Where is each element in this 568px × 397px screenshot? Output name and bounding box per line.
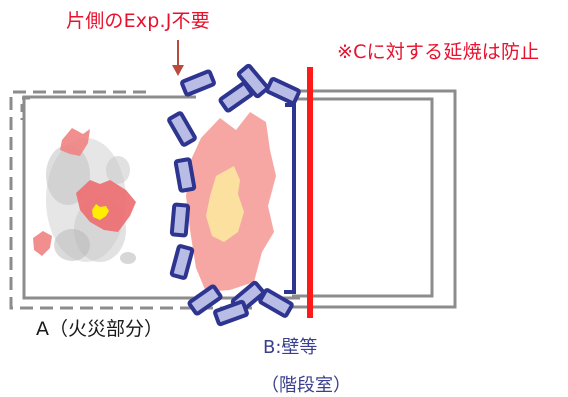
joint-block bbox=[180, 69, 216, 97]
joint-block bbox=[173, 157, 197, 193]
fire-spots bbox=[33, 128, 136, 256]
building-c-inner-outline bbox=[290, 97, 434, 298]
joint-block bbox=[265, 76, 301, 106]
building-outline bbox=[9, 89, 457, 310]
zone-a-label: A（火災部分） bbox=[36, 318, 163, 340]
flame-core bbox=[206, 166, 244, 242]
fire-origin bbox=[92, 204, 109, 220]
building-a-outline bbox=[22, 95, 300, 300]
expansion-joint-blocks bbox=[167, 63, 301, 327]
joint-block bbox=[236, 63, 270, 99]
zone-b-sublabel: （階段室） bbox=[261, 375, 351, 396]
building-c-outline bbox=[262, 89, 457, 309]
exp-joint-arrow bbox=[172, 40, 184, 76]
prevention-note: ※Cに対する延焼は防止 bbox=[337, 41, 540, 63]
zone-b-label: B:壁等 bbox=[263, 337, 318, 358]
flame-spread bbox=[186, 112, 276, 292]
exp-joint-note: 片側のExp.J不要 bbox=[66, 10, 210, 32]
joint-block bbox=[258, 288, 294, 318]
wall-b bbox=[284, 103, 296, 294]
fire-spot-lower bbox=[33, 231, 52, 256]
joint-block bbox=[169, 244, 195, 280]
joint-block bbox=[169, 202, 191, 238]
building-a-dashed-outline bbox=[9, 90, 252, 310]
joint-block bbox=[213, 299, 249, 327]
joint-block bbox=[187, 284, 223, 316]
joint-block bbox=[167, 111, 197, 147]
fire-spot-upper bbox=[60, 128, 90, 156]
